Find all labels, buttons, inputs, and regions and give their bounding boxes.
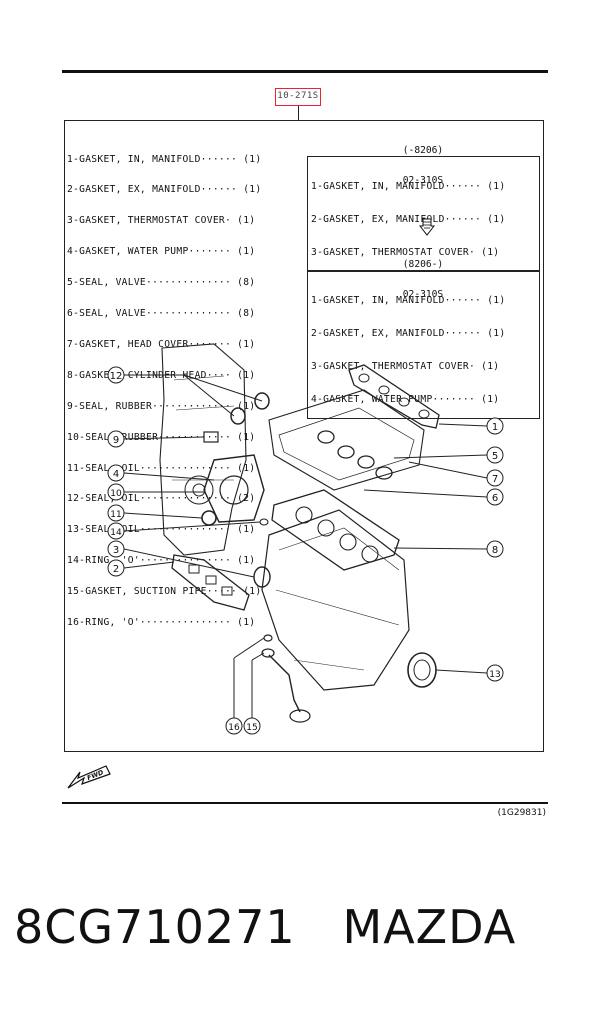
parts-list-item: 11-SEAL, OIL··············· (1): [67, 462, 256, 474]
callout-12-text: 12: [110, 371, 123, 382]
head-cover-gasket-illustration: [268, 389, 425, 491]
kit-b-item: 3-GASKET, THERMOSTAT COVER· (1): [311, 361, 500, 372]
parts-list-item: 10-SEAL, RUBBER············ (1): [67, 431, 256, 443]
exhaust-manifold-gasket-illustration: [171, 554, 250, 611]
parts-list-item: 3-GASKET, THERMOSTAT COVER· (1): [67, 215, 256, 227]
o-ring-14-illustration: [259, 518, 269, 526]
cylinder-head-gasket-illustration: [271, 489, 400, 571]
callout-10: 10: [107, 483, 125, 501]
valve-seal-illustration: [317, 430, 393, 480]
timing-cover-illustration: [159, 343, 247, 556]
callout-9: 9: [107, 430, 125, 448]
rubber-seal-9-illustration: [203, 431, 219, 443]
engine-exploded-diagram: 12 9 4 10 11 14 3 2 1 5 7 6: [107, 343, 504, 735]
parts-list-item: 9-SEAL, RUBBER············· (1): [67, 400, 256, 412]
kit-a-range: (-8206): [402, 145, 444, 156]
callout-2: 2: [107, 559, 125, 577]
callout-15-text: 15: [246, 723, 257, 733]
top-rule: [62, 70, 548, 73]
kit-a-code: 02-310S: [402, 175, 444, 186]
kit-b-item: 4-GASKET, WATER PUMP······· (1): [311, 394, 500, 405]
oil-seal-12-illustration: [230, 407, 246, 425]
footer-caption: 8CG710271 MAZDA: [14, 900, 516, 954]
callout-4-text: 4: [113, 469, 119, 480]
callout-10-text: 10: [110, 489, 122, 499]
kit-a-box: 1-GASKET, IN, MANIFOLD······ (1) 2-GASKE…: [307, 156, 540, 272]
callout-3-text: 3: [113, 545, 119, 556]
callout-6-text: 6: [492, 493, 498, 504]
kit-b-code: 02-310S: [402, 289, 444, 300]
callout-13: 13: [486, 664, 504, 682]
callout-12: 12: [107, 366, 125, 384]
callout-5-text: 5: [492, 451, 498, 462]
kit-a-item: 1-GASKET, IN, MANIFOLD······ (1): [311, 181, 506, 192]
callout-1: 1: [486, 417, 504, 435]
kit-a-header: (-8206) 02-310S: [363, 126, 483, 196]
intake-manifold-gasket-illustration: [348, 364, 440, 429]
callout-2-text: 2: [113, 564, 119, 575]
callout-7: 7: [486, 469, 504, 487]
callout-8: 8: [486, 540, 504, 558]
parts-list-item: 2-GASKET, EX, MANIFOLD······ (1): [67, 184, 262, 196]
parts-list-item: 7-GASKET, HEAD COVER······· (1): [67, 338, 256, 350]
cylinder-block-illustration: [261, 509, 410, 691]
callout-6: 6: [486, 488, 504, 506]
thermostat-cover-gasket-illustration: [253, 566, 271, 588]
fwd-label: FWD: [86, 768, 105, 782]
parts-list-item: 16-RING, 'O'··············· (1): [67, 616, 256, 628]
callout-13-text: 13: [489, 670, 500, 680]
callout-leader-line: [298, 106, 299, 120]
kit-b-box: 1-GASKET, IN, MANIFOLD······ (1) 2-GASKE…: [307, 270, 540, 419]
forward-direction-icon: FWD: [67, 765, 111, 789]
callout-9-text: 9: [113, 435, 119, 446]
kit-a-item: 2-GASKET, EX, MANIFOLD······ (1): [311, 214, 506, 225]
suction-pipe-illustration: [268, 654, 301, 713]
callout-15: 15: [243, 717, 261, 735]
callout-14: 14: [107, 522, 125, 540]
callout-3: 3: [107, 540, 125, 558]
highlighted-callout-label: 10-271S: [275, 88, 321, 106]
brand-name: MAZDA: [342, 900, 517, 954]
callout-14-text: 14: [110, 528, 122, 538]
kit-b-item: 2-GASKET, EX, MANIFOLD······ (1): [311, 328, 506, 339]
kit-a-item: 3-GASKET, THERMOSTAT COVER· (1): [311, 247, 500, 258]
diagram-frame: [64, 120, 544, 752]
callout-4: 4: [107, 464, 125, 482]
parts-list-item: 4-GASKET, WATER PUMP······· (1): [67, 246, 256, 258]
bottom-rule: [62, 802, 548, 804]
water-pump-gasket-illustration: [203, 454, 265, 523]
callout-5: 5: [486, 446, 504, 464]
callout-7-text: 7: [492, 474, 498, 485]
part-number: 8CG710271: [14, 900, 296, 954]
parts-list-item: 13-SEAL, OIL··············· (1): [67, 524, 256, 536]
callout-11-text: 11: [110, 510, 121, 520]
callout-8-text: 8: [492, 545, 498, 556]
oil-seal-11-illustration: [201, 510, 217, 526]
parts-list-item: 15-GASKET, SUCTION PIPE····· (1): [67, 586, 262, 598]
parts-list-item: 6-SEAL, VALVE·············· (8): [67, 308, 256, 320]
suction-pipe-gasket-15-illustration: [261, 648, 275, 658]
kit-b-range: (8206-): [402, 259, 444, 270]
callout-16-text: 16: [228, 723, 240, 733]
parts-list: 1-GASKET, IN, MANIFOLD······ (1) 2-GASKE…: [67, 134, 261, 639]
callout-11: 11: [107, 504, 125, 522]
callout-16: 16: [225, 717, 243, 735]
kit-b-header: (8206-) 02-310S: [363, 240, 483, 310]
o-ring-16-illustration: [263, 634, 273, 642]
parts-list-item: 5-SEAL, VALVE·············· (8): [67, 277, 256, 289]
parts-list-item: 12-SEAL, OIL··············· (2): [67, 493, 256, 505]
parts-list-item: 1-GASKET, IN, MANIFOLD······ (1): [67, 153, 262, 165]
supersede-arrow-icon: [419, 218, 435, 236]
rear-oil-seal-illustration: [407, 652, 437, 688]
callout-1-text: 1: [492, 422, 498, 433]
diagram-code: (1G29831): [497, 808, 546, 818]
kit-b-item: 1-GASKET, IN, MANIFOLD······ (1): [311, 295, 506, 306]
